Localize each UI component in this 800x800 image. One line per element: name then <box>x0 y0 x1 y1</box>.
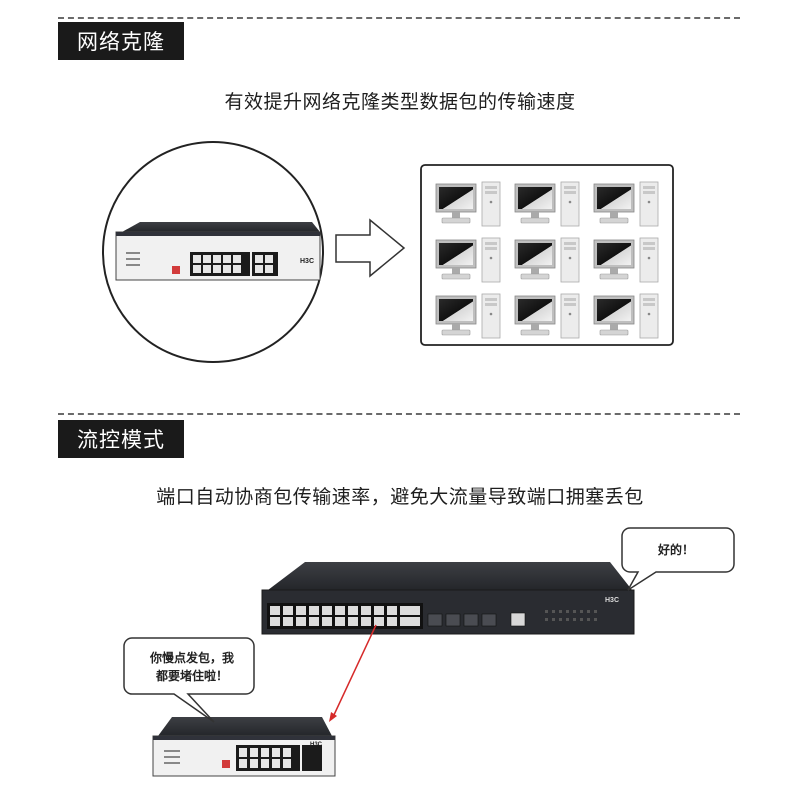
traffic-arrowhead <box>329 712 337 722</box>
brand-logo-bottom: H3C <box>310 742 323 748</box>
section2-tag: 流控模式 <box>58 420 184 458</box>
pc-3-3 <box>593 293 659 339</box>
section2-divider <box>58 413 740 415</box>
pc-3-1 <box>435 293 501 339</box>
section1-divider <box>58 17 740 19</box>
brand-logo-large: H3C <box>605 597 619 604</box>
brand-logo-small: H3C <box>300 258 314 265</box>
section1-tag: 网络克隆 <box>58 22 184 60</box>
pc-2-3 <box>593 237 659 283</box>
pc-2-2 <box>514 237 580 283</box>
traffic-line <box>332 624 377 718</box>
right-arrow <box>335 218 406 278</box>
bubble-small-line1: 你慢点发包，我 <box>149 651 234 665</box>
bubble-small-switch-text: 你慢点发包，我 都要堵住啦！ <box>128 649 256 685</box>
pc-3-2 <box>514 293 580 339</box>
pc-2-1 <box>435 237 501 283</box>
pc-1-2 <box>514 181 580 227</box>
pc-1-1 <box>435 181 501 227</box>
large-switch-illustration: H3C <box>261 562 635 635</box>
bubble-big-switch-text: 好的！ <box>657 543 694 557</box>
bubble-small-line2: 都要堵住啦！ <box>155 669 228 683</box>
small-switch-illustration: H3C <box>115 222 321 281</box>
pc-1-3 <box>593 181 659 227</box>
bottom-switch-illustration: H3C <box>152 717 336 777</box>
section1-subtitle: 有效提升网络克隆类型数据包的传输速度 <box>224 91 576 113</box>
section2-subtitle: 端口自动协商包传输速率，避免大流量导致端口拥塞丢包 <box>156 486 644 508</box>
bubble-big-switch <box>621 527 735 591</box>
bubble-small-switch <box>123 637 255 723</box>
pc-grid <box>435 181 659 339</box>
